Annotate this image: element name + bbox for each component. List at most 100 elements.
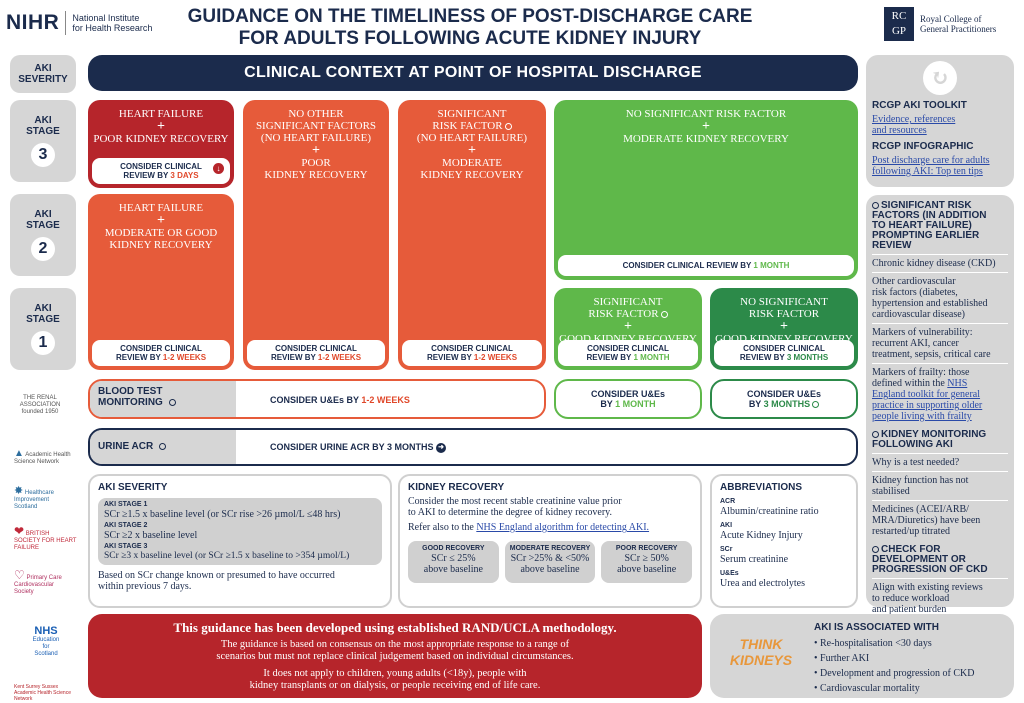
abbrev-value: Albumin/creatinine ratio [720,506,819,517]
plus-sign: + [312,143,320,158]
km-3c: restarted/up titrated [872,526,951,537]
ckd-1c: and patient burden [872,604,947,615]
nihr-mark: NIHR [6,11,60,34]
assoc-content: AKI IS ASSOCIATED WITH • Re-hospitalisat… [814,622,1010,696]
ckd-title-3: PROGRESSION OF CKD [872,564,988,575]
card-significant-risk-moderate: SIGNIFICANT RISK FACTOR (NO HEART FAILUR… [398,100,546,370]
srf-4a: Markers of frailty: those [872,367,970,378]
renal-3: founded 1950 [21,409,59,415]
frailty-link[interactable]: practice in supporting older [872,400,983,411]
assoc-item-text: Cardiovascular mortality [820,683,920,694]
toolkit-link-1[interactable]: Evidence, references [872,114,956,125]
card-line: POOR KIDNEY RECOVERY [93,133,229,145]
card-no-significant-good: NO SIGNIFICANT RISK FACTOR + GOOD KIDNEY… [710,288,858,370]
rcgp-mark-2: GP [891,25,907,37]
srf-2d: cardiovascular disease) [872,309,966,320]
srf-title: SIGNIFICANT RISK FACTORS (IN ADDITION TO… [872,201,1008,251]
srf-2c: hypertension and established [872,298,988,309]
bsh-3: HEART [56,538,77,544]
abbreviations-box: ABBREVIATIONS ACR Albumin/creatinine rat… [710,474,858,608]
think-2: KIDNEYS [729,652,793,668]
pccs-1: Primary Care [26,575,62,581]
footer-text: REVIEW BY [115,353,161,362]
card-line: KIDNEY RECOVERY [264,169,368,181]
frailty-link[interactable]: England toolkit for general [872,389,981,400]
his-3: Scotland [14,504,38,510]
card-line: SIGNIFICANT [593,296,663,308]
frailty-link[interactable]: people living with frailty [872,411,972,422]
infographic-title: RCGP INFOGRAPHIC [872,141,974,152]
assoc-item: • Development and progression of CKD [814,668,975,679]
plus-sign: + [157,213,165,228]
moderate-value: SCr >25% & <50% [510,553,590,564]
toolkit-title: RCGP AKI TOOLKIT [872,100,967,111]
page-title: GUIDANCE ON THE TIMELINESS OF POST-DISCH… [160,6,780,50]
recovery-title: KIDNEY RECOVERY [408,482,505,493]
blood-main-text: CONSIDER U&Es BY 1-2 WEEKS [270,395,410,405]
srf-title-3: TO HEART FAILURE) [872,220,972,231]
info-link-1[interactable]: Post discharge care for adults [872,155,990,166]
blood-g2-a: CONSIDER U&Es [746,389,821,399]
poor-recovery: POOR RECOVERY SCr ≥ 50% above baseline [601,541,693,583]
srf-3b: recurrent AKI, cancer [872,338,959,349]
card-line: SIGNIFICANT FACTORS [255,120,377,132]
card-review-footer: CONSIDER CLINICAL REVIEW BY 1-2 WEEKS [247,340,385,366]
good-value: SCr ≤ 25% [431,553,476,564]
pccs-3: Society [14,589,34,595]
srf-3c: treatment, sepsis, critical care [872,349,991,360]
info-ring-icon [504,122,512,130]
km-3b: MRA/Diuretics) have been [872,515,981,526]
footer-text: CONSIDER CLINICAL [743,344,825,353]
blood-label-2: MONITORING [98,397,163,408]
bsh-2: SOCIETY FOR [14,538,55,544]
info-ring-icon [872,201,879,209]
stage1-label: AKI STAGE 1 [104,501,148,508]
urine-acr-label: URINE ACR [90,430,236,464]
severity-note-1: Based on SCr change known or presumed to… [98,570,335,581]
card-line: KIDNEY RECOVERY [420,169,524,181]
blood-main-a: CONSIDER U&Es BY [270,395,359,405]
method-p1a: The guidance is based on consensus on th… [220,639,570,650]
footer-text: CONSIDER CLINICAL REVIEW BY [622,261,752,270]
moderate-recovery: MODERATE RECOVERY SCr >25% & <50% above … [504,541,596,583]
card-significant-good: SIGNIFICANT RISK FACTOR + GOOD KIDNEY RE… [554,288,702,370]
title-line2: FOR ADULTS FOLLOWING ACUTE KIDNEY INJURY [238,28,702,49]
aki-stage-3-label: AKI STAGE 3 [10,100,76,182]
srf-4b: defined within the [872,378,945,389]
footer-highlight: 3 MONTHS [786,353,829,362]
urine-acr-row: URINE ACR CONSIDER URINE ACR BY 3 MONTHS… [88,428,858,466]
srf-2a: Other cardiovascular [872,276,956,287]
nihr-name-line2: for Health Research [72,23,153,33]
aki-severity-label: AKI SEVERITY [10,55,76,93]
card-line: HEART FAILURE [118,108,204,120]
poor-value: SCr ≥ 50% [624,553,669,564]
nhs-algorithm-link[interactable]: NHS England algorithm for detecting AKI. [476,522,650,533]
arrow-right-icon[interactable]: ➜ [436,442,447,453]
toolkit-link-2[interactable]: and resources [872,125,927,136]
assoc-item-text: Development and progression of CKD [820,668,975,679]
recovery-text-1: Consider the most recent stable creatini… [408,496,622,507]
footer-text: CONSIDER CLINICAL [587,344,669,353]
frailty-link[interactable]: NHS [947,378,968,389]
card-no-other-factors: NO OTHER SIGNIFICANT FACTORS (NO HEART F… [243,100,389,370]
km-title-2: FOLLOWING AKI [872,439,953,450]
card-review-footer: CONSIDER CLINICAL REVIEW BY 1-2 WEEKS [402,340,542,366]
download-icon[interactable]: ↓ [213,163,224,174]
kidney-recovery-box: KIDNEY RECOVERY Consider the most recent… [398,474,702,608]
info-link-2[interactable]: following AKI: Top ten tips [872,166,983,177]
km-title-1: KIDNEY MONITORING [881,429,987,440]
pccs-2: Cardiovascular [14,582,55,588]
method-p2b: kidney transplants or on dialysis, or pe… [249,680,541,691]
footer-highlight: 3 DAYS [170,171,199,180]
severity-label-1: AKI [34,63,52,74]
title-line1: GUIDANCE ON THE TIMELINESS OF POST-DISCH… [187,6,753,27]
info-ring-icon [872,545,879,553]
